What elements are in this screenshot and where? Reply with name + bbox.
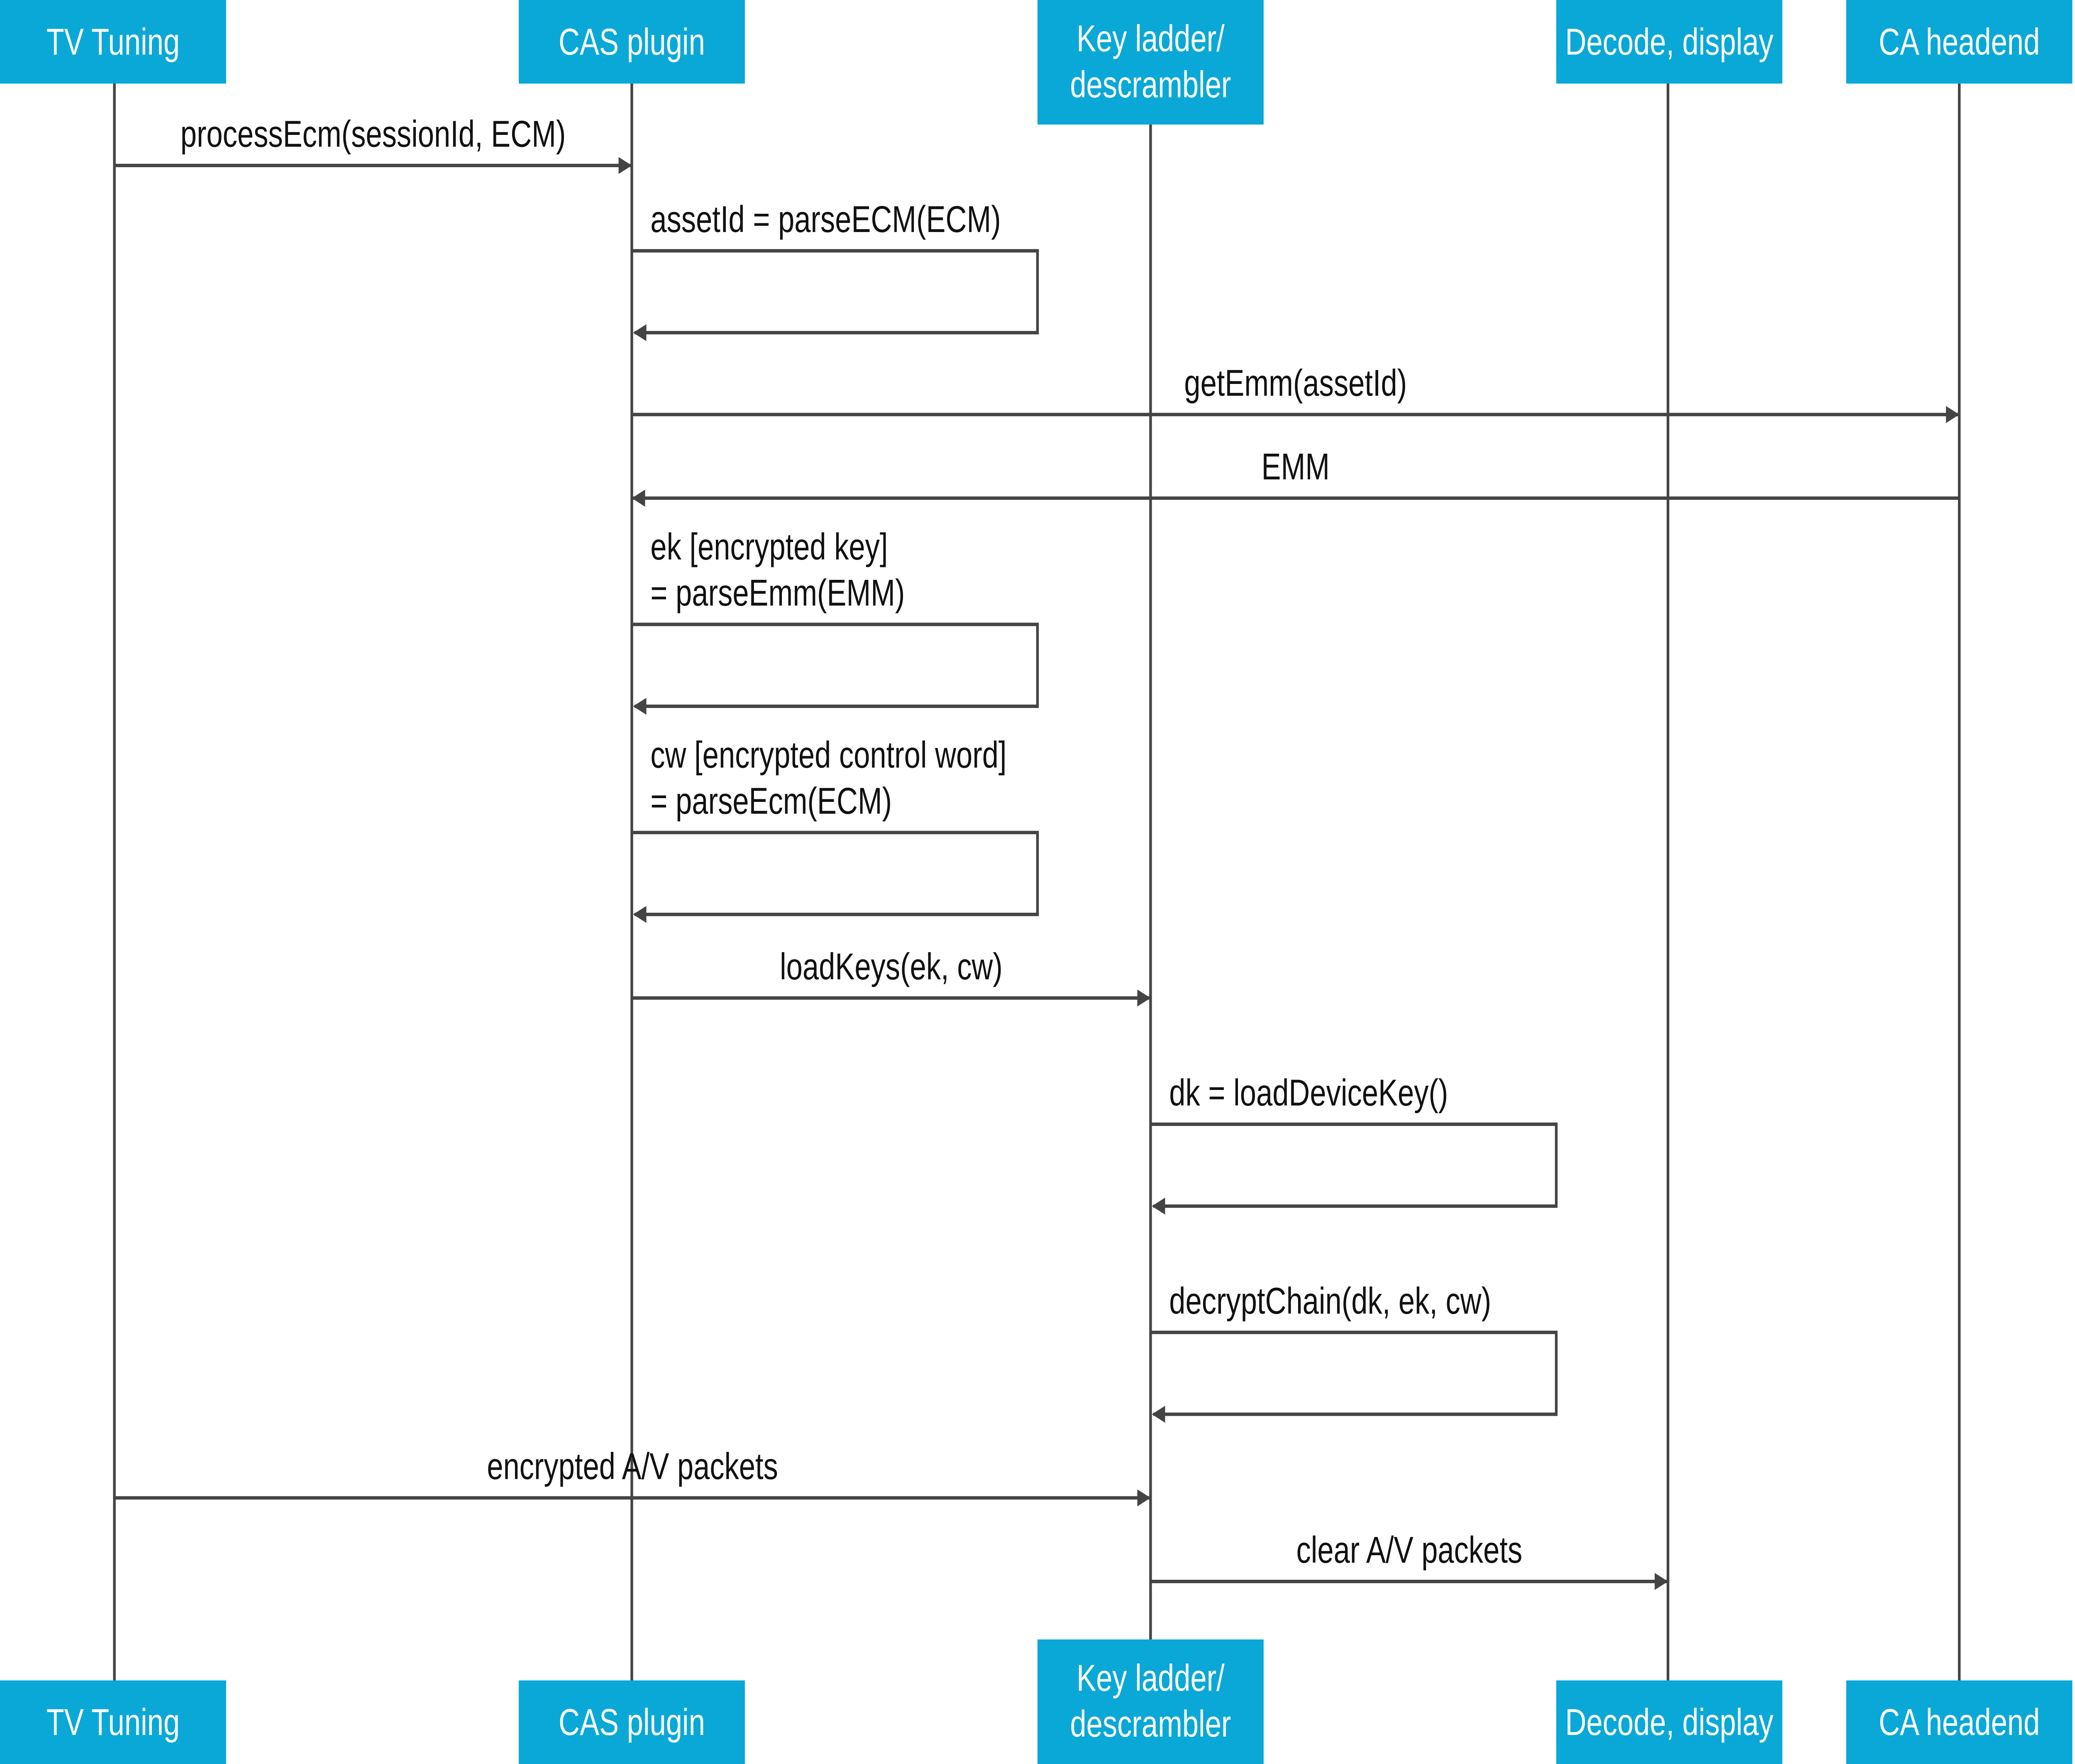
message-label: loadKeys(ek, cw) [780, 946, 1003, 987]
participant-top-dec: Decode, display [1556, 0, 1782, 84]
message-1: assetId = parseECM(ECM) [632, 199, 1039, 342]
message-7: dk = loadDeviceKey() [1150, 1072, 1558, 1215]
message-5: cw [encrypted control word]= parseEcm(EC… [632, 734, 1039, 923]
participant-label: CAS plugin [559, 1702, 705, 1743]
participant-box [1846, 0, 2073, 84]
participant-label: CA headend [1879, 21, 2040, 63]
participant-label: Decode, display [1565, 1702, 1774, 1743]
message-10: clear A/V packets [1150, 1529, 1668, 1590]
message-2: getEmm(assetId) [632, 362, 1960, 423]
message-label: clear A/V packets [1296, 1529, 1522, 1571]
participant-box [0, 1680, 226, 1764]
message-label: = parseEmm(EMM) [650, 572, 905, 614]
participant-box [1556, 1680, 1782, 1764]
participant-top-ca: CA headend [1846, 0, 2073, 84]
message-label: encrypted A/V packets [487, 1446, 778, 1487]
participant-box [519, 1680, 745, 1764]
message-label: EMM [1262, 446, 1330, 488]
participant-label: CAS plugin [559, 21, 705, 63]
participant-bottom-ca: CA headend [1846, 1680, 2073, 1764]
participant-label: TV Tuning [46, 1702, 180, 1743]
message-8: decryptChain(dk, ek, cw) [1150, 1280, 1558, 1423]
participant-box [1038, 1639, 1264, 1764]
self-message-arrow [632, 831, 1039, 923]
message-label: ek [encrypted key] [650, 526, 888, 568]
message-label: assetId = parseECM(ECM) [650, 199, 1001, 240]
participant-bottom-tv: TV Tuning [0, 1680, 226, 1764]
participant-top-kl: Key ladder/descrambler [1038, 0, 1264, 125]
participant-box [1846, 1680, 2073, 1764]
message-6: loadKeys(ek, cw) [632, 946, 1151, 1007]
message-label: dk = loadDeviceKey() [1169, 1072, 1448, 1114]
participant-label: Key ladder/ [1077, 18, 1225, 59]
participant-label: Decode, display [1565, 21, 1774, 63]
message-4: ek [encrypted key]= parseEmm(EMM) [632, 526, 1039, 715]
message-label: processEcm(sessionId, ECM) [181, 113, 566, 155]
participant-top-cas: CAS plugin [519, 0, 745, 84]
participant-label: descrambler [1070, 64, 1231, 105]
participant-label: CA headend [1879, 1702, 2040, 1743]
message-0: processEcm(sessionId, ECM) [114, 113, 632, 174]
participant-bottom-cas: CAS plugin [519, 1680, 745, 1764]
participant-box [519, 0, 745, 84]
message-3: EMM [632, 446, 1960, 507]
message-label: = parseEcm(ECM) [650, 780, 892, 822]
participant-label: Key ladder/ [1077, 1657, 1225, 1699]
participant-top-tv: TV Tuning [0, 0, 226, 84]
message-label: getEmm(assetId) [1184, 362, 1407, 404]
participant-box [1038, 0, 1264, 125]
participant-bottom-kl: Key ladder/descrambler [1038, 1639, 1264, 1764]
self-message-arrow [632, 249, 1039, 342]
self-message-arrow [1150, 1122, 1558, 1215]
participant-label: TV Tuning [46, 21, 180, 63]
participant-label: descrambler [1070, 1703, 1231, 1745]
participant-box [1556, 0, 1782, 84]
message-9: encrypted A/V packets [114, 1446, 1151, 1507]
message-label: cw [encrypted control word] [650, 734, 1006, 776]
self-message-arrow [632, 623, 1039, 715]
self-message-arrow [1150, 1330, 1558, 1423]
message-label: decryptChain(dk, ek, cw) [1169, 1280, 1491, 1322]
participant-box [0, 0, 226, 84]
participant-bottom-dec: Decode, display [1556, 1680, 1782, 1764]
